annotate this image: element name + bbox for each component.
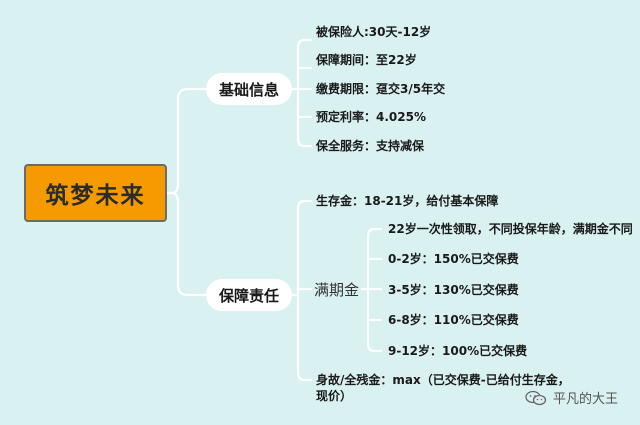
leaf-maturity-0-2: 0-2岁：150%已交保费: [388, 252, 519, 266]
leaf-payment-term: 缴费期限：趸交3/5年交: [316, 82, 446, 96]
connector-coverage-bracket: [290, 199, 306, 382]
leaf-insured: 被保险人:30天-12岁: [316, 25, 432, 39]
leaf-interest-rate: 预定利率：4.025%: [316, 110, 426, 124]
leaf-maturity-3-5: 3-5岁：130%已交保费: [388, 283, 519, 297]
connector-root-basic: [165, 87, 208, 195]
watermark: 平凡的大王: [525, 388, 618, 407]
leaf-maturity-lump: 22岁一次性领取，不同投保年龄，满期金不同: [388, 222, 633, 236]
connector-root-coverage: [170, 191, 208, 297]
leaf-coverage-period: 保障期间：至22岁: [316, 53, 417, 67]
leaf-death-benefit-line2: 现价）: [316, 389, 353, 403]
branch-coverage: 保障责任: [206, 279, 292, 311]
leaf-preservation: 保全服务：支持减保: [316, 139, 425, 153]
sub-maturity: 满期金: [314, 281, 360, 299]
branch-basic-info: 基础信息: [206, 73, 292, 105]
watermark-text: 平凡的大王: [552, 392, 618, 407]
root-node: 筑梦未来: [24, 164, 167, 222]
connector-basic-bracket: [290, 38, 306, 148]
leaf-survival-benefit: 生存金：18-21岁，给付基本保障: [316, 194, 499, 208]
wechat-icon: [525, 390, 547, 405]
leaf-maturity-6-8: 6-8岁：110%已交保费: [388, 313, 519, 327]
leaf-death-benefit-line1: 身故/全残金：max（已交保费-已给付生存金，: [316, 373, 570, 387]
leaf-maturity-9-12: 9-12岁：100%已交保费: [388, 344, 528, 358]
